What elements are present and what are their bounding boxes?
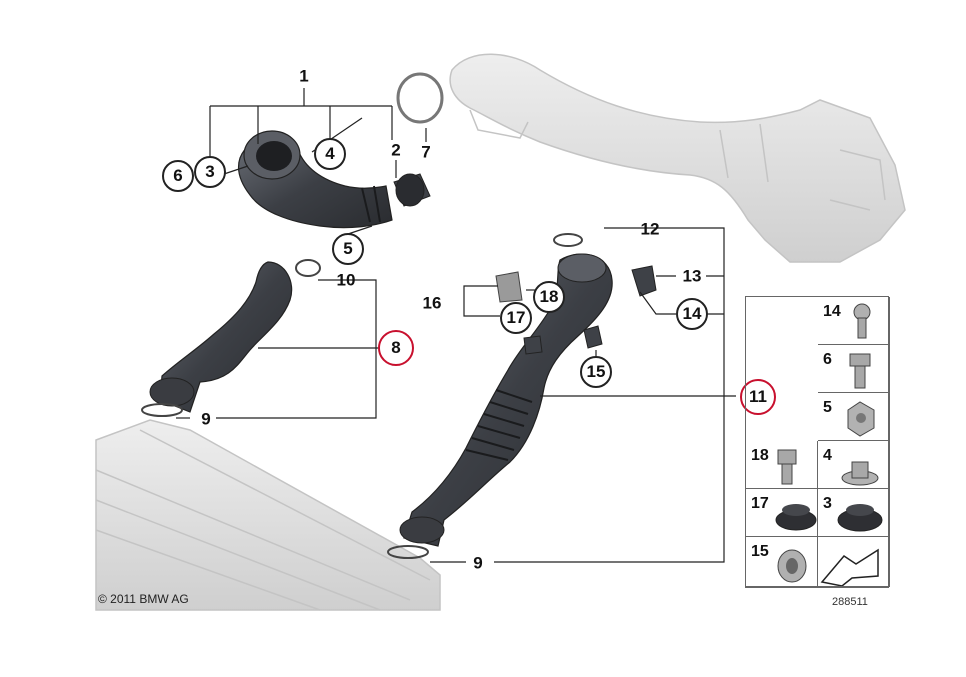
grommet-3-icon xyxy=(837,504,883,532)
boost-pipe-8 xyxy=(141,261,293,417)
callout-5: 5 xyxy=(332,233,364,265)
air-intake-duct xyxy=(449,53,906,263)
nut-5-icon xyxy=(847,401,875,437)
callout-17: 17 xyxy=(500,302,532,334)
legend-cell-3: 3 xyxy=(818,489,890,537)
callout-16: 16 xyxy=(422,293,442,313)
grommet-17-small xyxy=(523,335,543,355)
bolt-18-icon xyxy=(777,449,797,485)
screw-14-icon xyxy=(853,303,871,339)
callout-4: 4 xyxy=(314,138,346,170)
legend-cell-17: 17 xyxy=(746,489,818,537)
corrugated-pipe-11 xyxy=(387,253,613,559)
callout-1: 1 xyxy=(299,66,309,86)
callout-2: 2 xyxy=(391,140,401,160)
grommet-15 xyxy=(583,325,603,349)
grommet-17-icon xyxy=(775,504,817,531)
legend-label-18: 18 xyxy=(751,447,769,464)
callout-7: 7 xyxy=(421,142,431,162)
callout-13: 13 xyxy=(682,266,702,286)
callout-6: 6 xyxy=(162,160,194,192)
fastener-legend: 14 6 5 18 4 17 3 15 xyxy=(745,296,890,588)
arrow-icon xyxy=(820,548,879,587)
nut-4-icon xyxy=(841,461,879,486)
callout-18: 18 xyxy=(533,281,565,313)
callout-3: 3 xyxy=(194,156,226,188)
callout-10: 10 xyxy=(336,270,356,290)
intercooler xyxy=(95,419,441,611)
legend-label-14: 14 xyxy=(823,303,841,320)
sensor-13 xyxy=(631,265,657,297)
diagram-number: 288511 xyxy=(832,596,868,608)
legend-label-6: 6 xyxy=(823,351,832,368)
bracket-18 xyxy=(495,271,523,303)
coupling-sleeve-2 xyxy=(393,173,431,207)
legend-label-15: 15 xyxy=(751,543,769,560)
legend-cell-arrow xyxy=(818,537,890,587)
bolt-6-icon xyxy=(849,353,871,389)
leader-lines xyxy=(176,88,736,563)
grommet-15-icon xyxy=(777,549,807,583)
hose-clamp-7 xyxy=(396,72,444,124)
callout-8-highlight: 8 xyxy=(378,330,414,366)
legend-cell-15: 15 xyxy=(746,537,818,587)
copyright-notice: © 2011 BMW AG xyxy=(98,592,189,606)
legend-label-5: 5 xyxy=(823,399,832,416)
legend-cell-14: 14 xyxy=(818,297,890,345)
legend-cell-4: 4 xyxy=(818,441,890,489)
legend-label-17: 17 xyxy=(751,495,769,512)
callout-9-right: 9 xyxy=(473,553,483,573)
legend-cell-6: 6 xyxy=(818,345,890,393)
legend-label-3: 3 xyxy=(823,495,832,512)
callout-14: 14 xyxy=(676,298,708,330)
legend-cell-18: 18 xyxy=(746,441,818,489)
callout-12: 12 xyxy=(640,219,660,239)
callout-9-left: 9 xyxy=(201,409,211,429)
legend-cell-5: 5 xyxy=(818,393,890,441)
legend-label-4: 4 xyxy=(823,447,832,464)
callout-15: 15 xyxy=(580,356,612,388)
o-ring-10 xyxy=(295,259,321,277)
legend-drawings xyxy=(775,303,883,587)
callout-11-highlight: 11 xyxy=(740,379,776,415)
o-ring-12 xyxy=(553,233,583,247)
